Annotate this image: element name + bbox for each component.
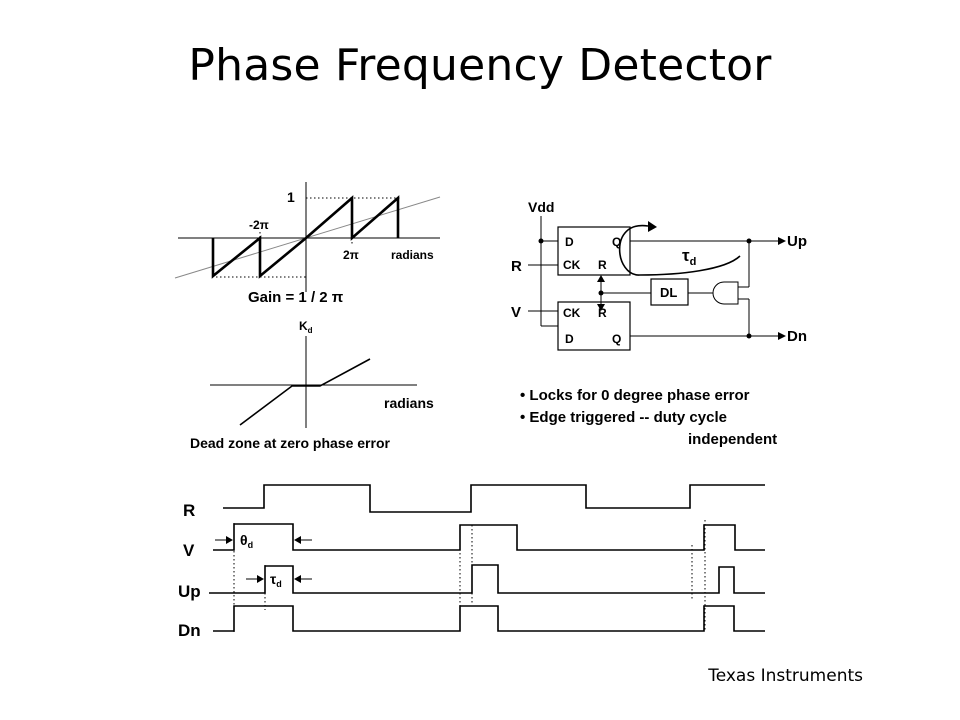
deadzone-x-label: radians [384,395,434,411]
up-arrowhead [778,237,786,245]
deadzone-curve [239,358,371,426]
feature-bullets: • Locks for 0 degree phase error • Edge … [520,387,777,448]
delay-block [650,278,689,306]
deadzone-y-label: Kd [299,319,313,335]
v-waveform [213,523,765,551]
timing-label-up: Up [178,582,201,601]
up-waveform [209,564,765,594]
ff-top-r: R [598,258,607,272]
dn-waveform [213,605,765,632]
tau-d-label: τd [270,571,282,589]
ff-bottom-d: D [565,332,574,346]
timing-label-dn: Dn [178,621,201,640]
credit-text: Texas Instruments [708,666,863,686]
ff-bottom-ck: CK [563,306,581,320]
gain-text: Gain = 1 / 2 π [248,289,344,306]
slide-title: Phase Frequency Detector [188,40,772,91]
flipflop-bottom [557,301,631,351]
timing-diagram: θd τd R V Up Dn [178,484,765,640]
ff-top-d: D [565,235,574,249]
delay-label: DL [660,285,677,300]
ff-bottom-q: Q [612,332,621,346]
bullet-edge-cont: independent [688,431,777,448]
and-gate [712,281,739,305]
bullet-edge: • Edge triggered -- duty cycle [520,409,727,426]
timing-label-r: R [183,501,195,520]
tau-label: τd [682,246,696,268]
transfer-y-tick: 1 [287,189,295,205]
sawtooth-curve [211,195,400,279]
dead-zone-plot: Kd radians Dead zone at zero phase error [190,319,434,451]
dn-arrowhead [778,332,786,340]
transfer-x-label: radians [391,248,434,262]
pos-2pi-label: 2π [343,248,359,262]
v-input-label: V [511,304,521,321]
deadzone-caption: Dead zone at zero phase error [190,435,391,451]
r-waveform [223,484,765,513]
tau-delay-arrow [618,224,741,276]
neg-2pi-label: -2π [249,218,269,232]
bullet-lock: • Locks for 0 degree phase error [520,387,750,404]
ff-top-ck: CK [563,258,581,272]
up-label: Up [787,233,807,250]
ff-bottom-r: R [598,306,607,320]
theta-d-label: θd [240,532,253,550]
pfd-circuit: Vdd R V D Q CK R CK R D Q DL τd Up Dn [511,199,807,351]
r-input-label: R [511,258,522,275]
flipflop-top [557,226,631,276]
timing-label-v: V [183,541,195,560]
ff-top-q: Q [612,235,621,249]
phase-transfer-plot: 1 -2π 2π radians Gain = 1 / 2 π [174,182,441,306]
vdd-label: Vdd [528,199,554,215]
dn-label: Dn [787,328,807,345]
